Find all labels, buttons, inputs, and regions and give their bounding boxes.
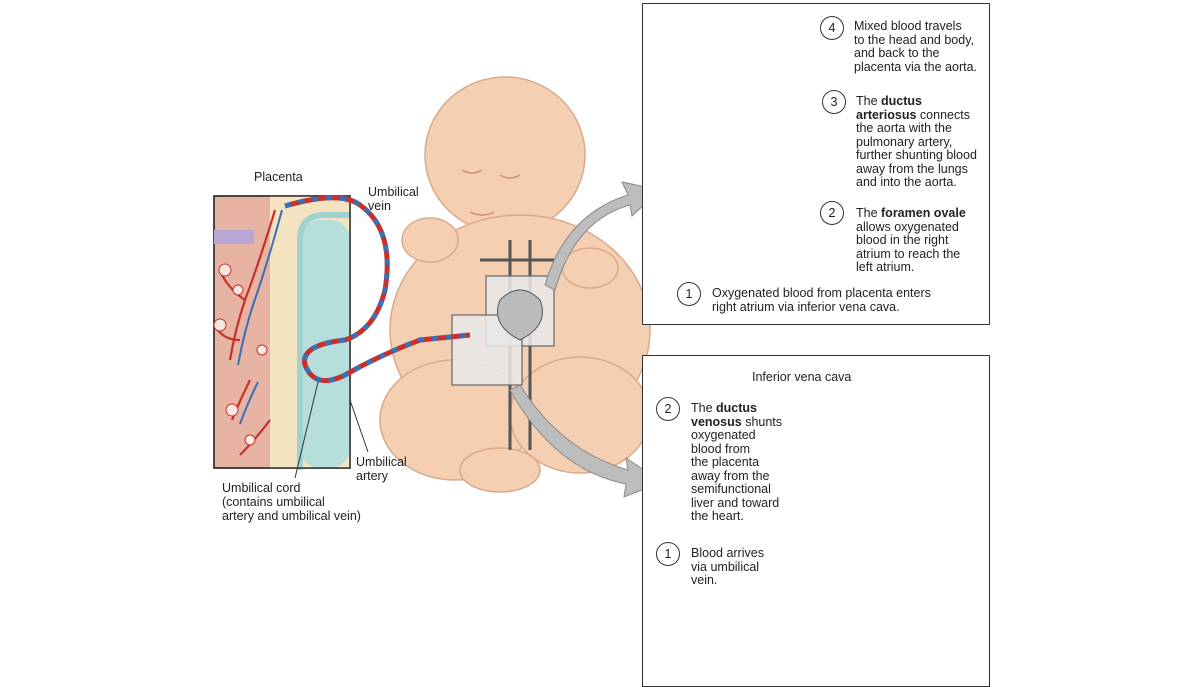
heart-step3-term-1: ductus	[881, 94, 922, 108]
heart-step4-line4: placenta via the aorta.	[854, 59, 977, 74]
umbilical-cord-label-line2: (contains umbilical	[222, 495, 325, 509]
heart-step2-number: 2	[820, 201, 844, 225]
liver-step2-line1: oxygenated	[691, 428, 756, 442]
umbilical-vein-label-line1: Umbilical	[368, 185, 419, 199]
heart-step3-line3: further shunting blood	[856, 148, 977, 162]
umbilical-artery-label: Umbilical artery	[356, 455, 407, 483]
liver-step1-line1: Blood arrives	[691, 546, 764, 560]
liver-step2-line4: away from the	[691, 468, 770, 483]
liver-panel	[642, 355, 990, 687]
umbilical-cord-label-line3: artery and umbilical vein)	[222, 509, 361, 523]
liver-step2-line6: liver and toward	[691, 495, 780, 510]
heart-panel	[642, 3, 990, 325]
heart-step2-pre: The	[856, 206, 882, 220]
heart-step3-line4: away from the lungs	[856, 161, 968, 176]
umbilical-artery-label-line2: artery	[356, 469, 388, 483]
umbilical-cord-label-line1: Umbilical cord	[222, 481, 301, 495]
liver-step1-line3: vein.	[691, 573, 718, 587]
heart-step4-line1: Mixed blood travels	[854, 19, 962, 33]
liver-step2-text: The ductus venosus shunts oxygenated blo…	[691, 401, 783, 524]
heart-step4-number: 4	[820, 16, 844, 40]
umbilical-vein-label-line2: vein	[368, 199, 391, 213]
liver-step2-term-2: venosus	[691, 414, 742, 429]
heart-step2-term: foramen ovale	[881, 206, 966, 220]
heart-step1-line2: right atrium via inferior vena cava.	[712, 299, 900, 314]
umbilical-artery-label-line1: Umbilical	[356, 455, 407, 469]
heart-step4-line2: to the head and body,	[854, 32, 975, 47]
heart-step4-text: Mixed blood travels to the head and body…	[854, 19, 977, 74]
heart-step3-pre: The	[856, 94, 882, 108]
liver-step2-post: shunts	[741, 414, 783, 429]
ivc-label: Inferior vena cava	[752, 370, 852, 384]
liver-step2-line2: blood from	[691, 441, 751, 456]
liver-step1-number: 1	[656, 542, 680, 566]
liver-step2-line7: the heart.	[691, 509, 744, 523]
heart-step2-line3: atrium to reach the	[856, 246, 961, 261]
liver-step2-term-1: ductus	[716, 401, 757, 415]
umbilical-vein-label: Umbilical vein	[368, 185, 419, 213]
liver-step2-line5: semifunctional	[691, 482, 771, 496]
liver-step1-line2: via umbilical	[691, 559, 760, 574]
heart-step2-line1: allows oxygenated	[856, 219, 959, 234]
heart-step1-number: 1	[677, 282, 701, 306]
heart-step3-line2: pulmonary artery,	[856, 134, 953, 149]
heart-step3-text: The ductus arteriosus connects the aorta…	[856, 94, 977, 190]
heart-step3-number: 3	[822, 90, 846, 114]
heart-step4-line3: and back to the	[854, 46, 940, 60]
heart-step2-line4: left atrium.	[856, 260, 915, 274]
heart-step1-text: Oxygenated blood from placenta enters ri…	[712, 286, 931, 314]
liver-step2-pre: The	[691, 401, 717, 415]
liver-step2-line3: the placenta	[691, 455, 760, 469]
heart-step3-term-2: arteriosus	[856, 107, 917, 122]
umbilical-cord-label: Umbilical cord (contains umbilical arter…	[222, 481, 361, 523]
liver-step2-number: 2	[656, 397, 680, 421]
heart-step1-line1: Oxygenated blood from placenta enters	[712, 286, 931, 300]
liver-step1-text: Blood arrives via umbilical vein.	[691, 546, 764, 588]
placenta-title: Placenta	[254, 170, 303, 184]
heart-step3-line1: the aorta with the	[856, 121, 952, 135]
heart-step3-line5: and into the aorta.	[856, 175, 957, 189]
heart-step2-line2: blood in the right	[856, 233, 949, 247]
arrow-to-liver-panel	[509, 384, 664, 498]
heart-step3-post: connects	[916, 107, 970, 122]
heart-step2-text: The foramen ovale allows oxygenated bloo…	[856, 206, 966, 275]
